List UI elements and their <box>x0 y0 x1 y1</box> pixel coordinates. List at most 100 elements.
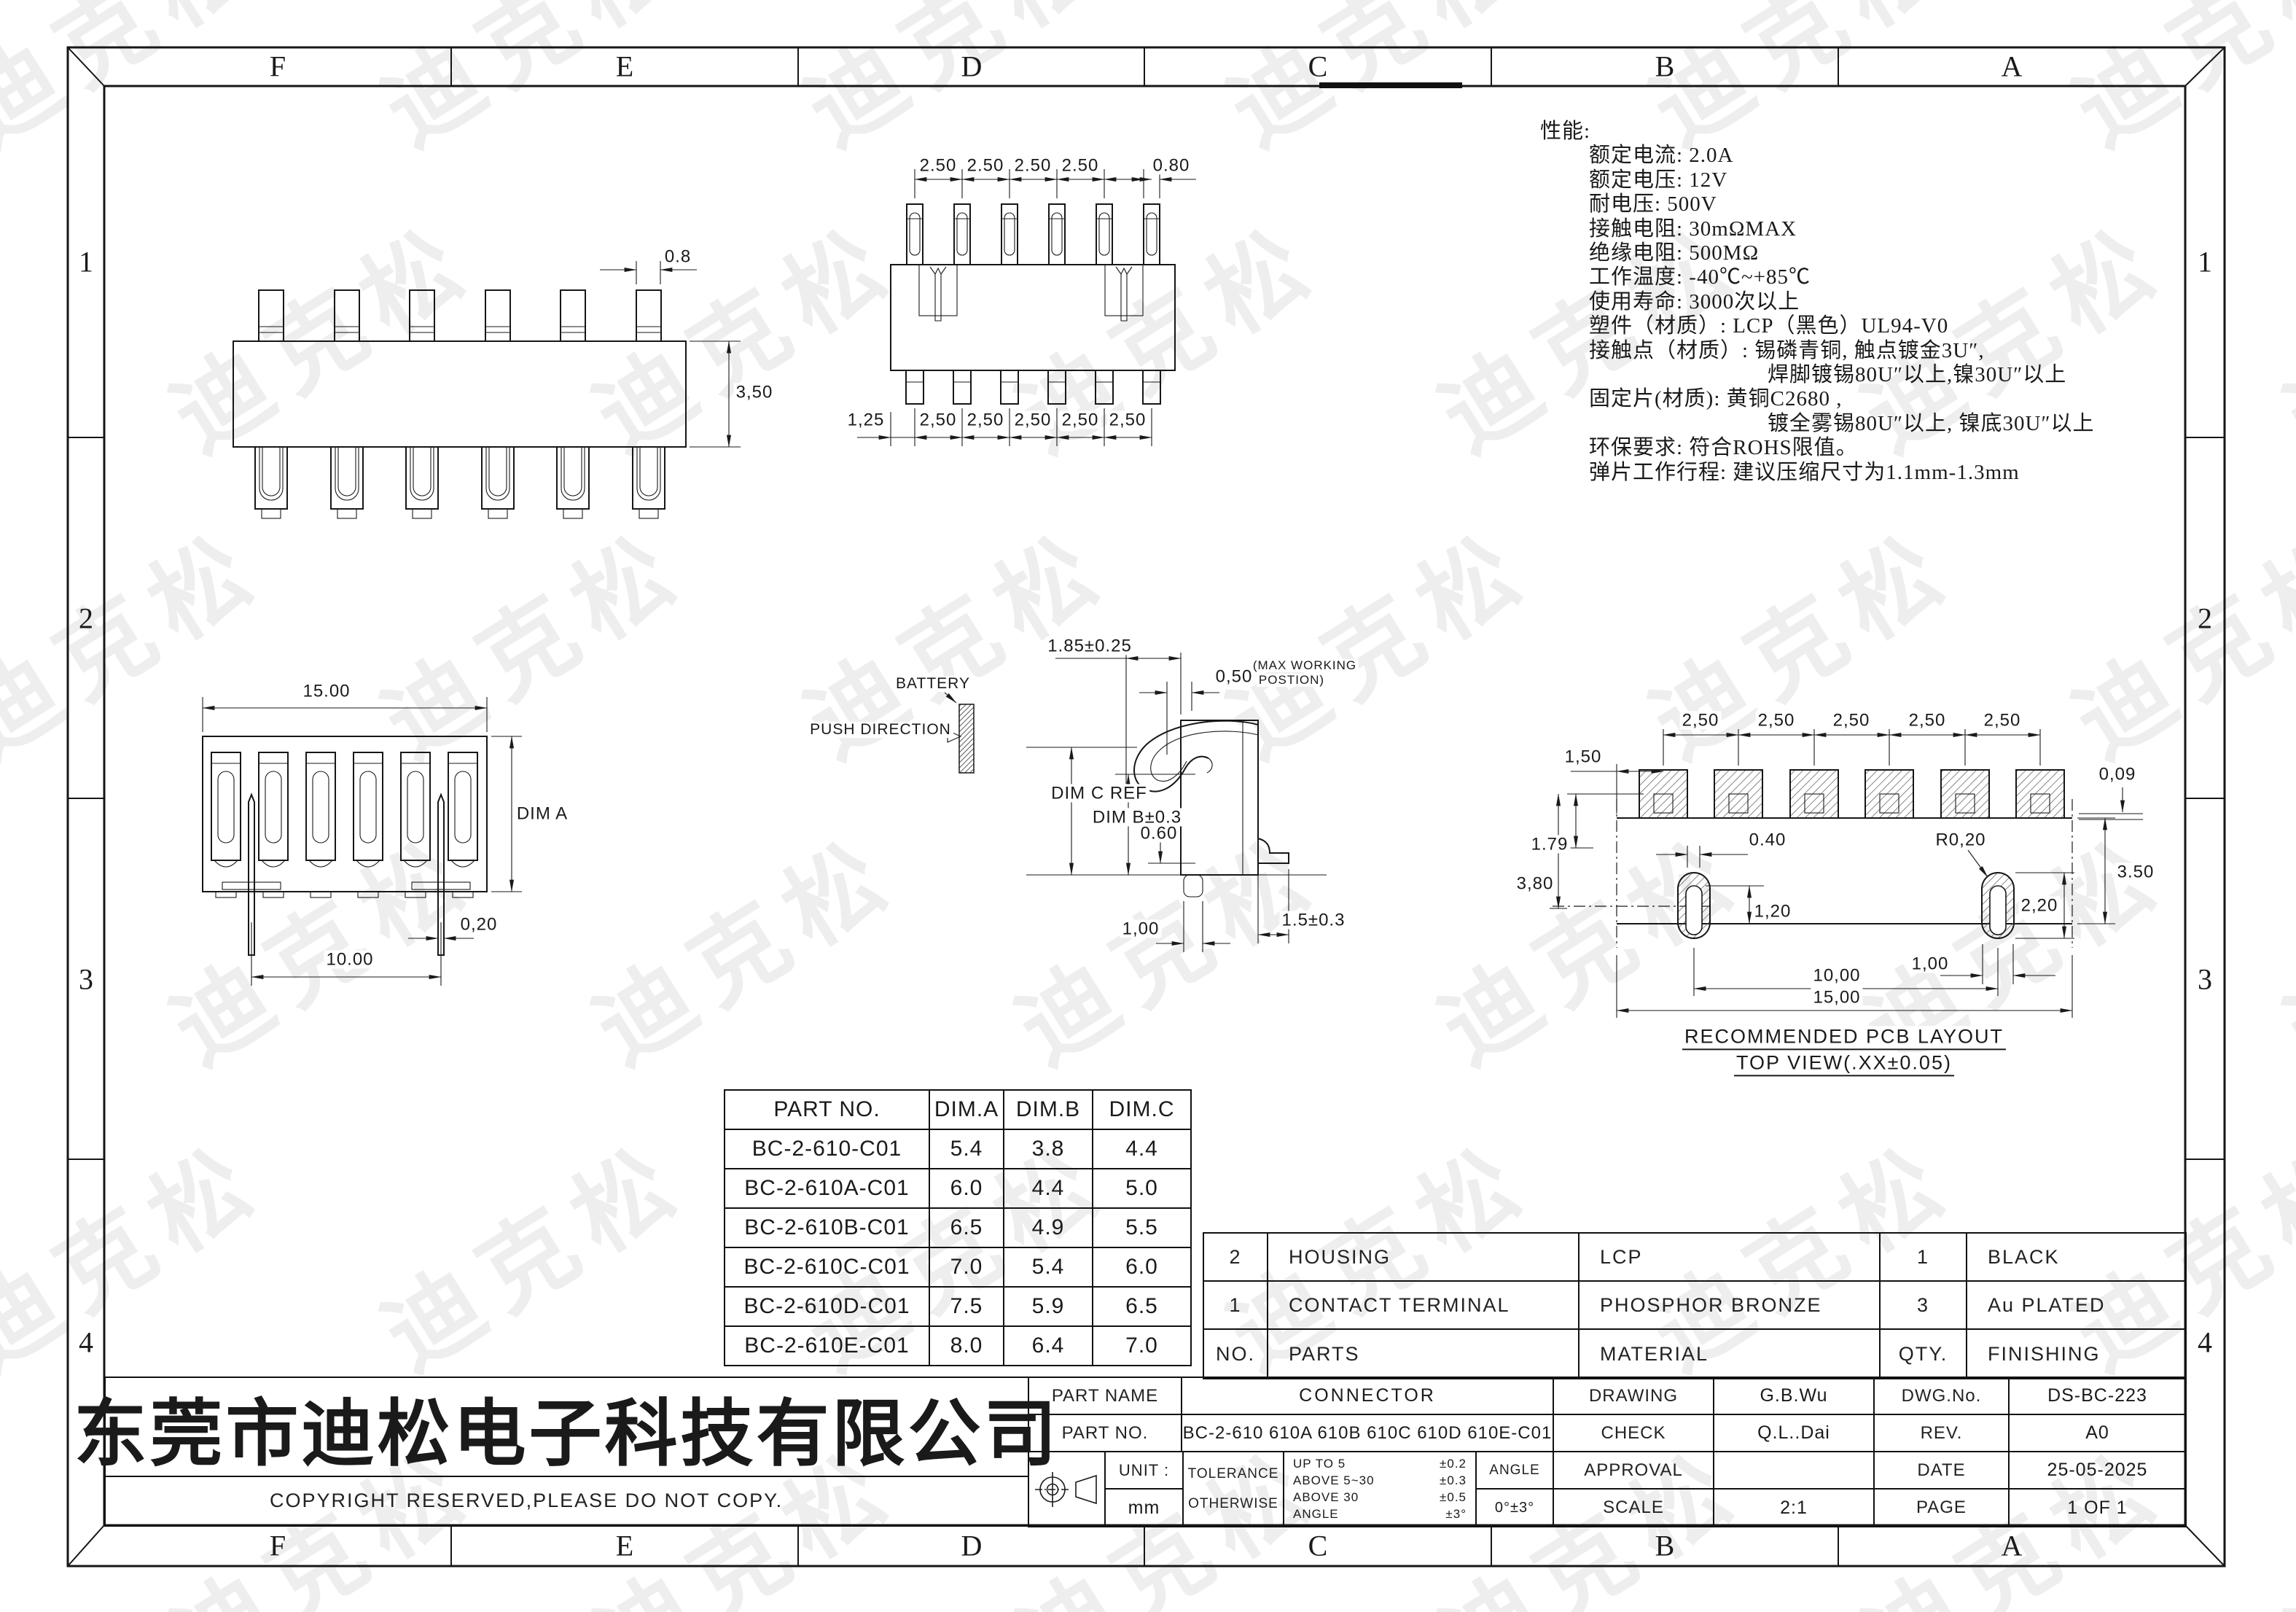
page-value: 1 OF 1 <box>2008 1488 2187 1527</box>
spec-line: 性能: <box>1540 120 1591 143</box>
spec-line: 耐电压: 500V <box>1589 192 1717 217</box>
company-name: 东莞市迪松电子科技有限公司 <box>74 1377 1057 1477</box>
dim-label: 0.80 <box>1150 156 1192 175</box>
date-label: DATE <box>1873 1451 2010 1490</box>
dim-label: R0,20 <box>1933 830 1988 849</box>
tolerance-row: UP TO 5±0.2 <box>1286 1457 1474 1471</box>
dim-label: 1,20 <box>1752 902 1794 921</box>
dim-b: 4.4 <box>1003 1168 1093 1209</box>
dim-label: 0.60 <box>1138 824 1180 843</box>
zone-letter-bottom: E <box>615 1529 634 1562</box>
col-part-no: PART NO. <box>724 1089 930 1130</box>
bom-cell: PARTS <box>1267 1328 1580 1379</box>
dim-label: 10,00 <box>1811 966 1863 985</box>
dim-a: 8.0 <box>929 1325 1004 1366</box>
dim-table-header: PART NO. DIM.A DIM.B DIM.C <box>724 1089 1192 1130</box>
scale-label: SCALE <box>1553 1488 1714 1527</box>
approval-value <box>1713 1451 1875 1490</box>
spec-line: 额定电压: 12V <box>1589 168 1728 192</box>
spec-line: 工作温度: -40℃~+85℃ <box>1589 265 1811 289</box>
dim-label: 2.50 <box>917 156 959 175</box>
copyright-notice: COPYRIGHT RESERVED,PLEASE DO NOT COPY. <box>104 1476 1029 1527</box>
bom-cell: CONTACT TERMINAL <box>1267 1280 1580 1330</box>
dim-label: 2.50 <box>1059 156 1101 175</box>
dim-c: 7.0 <box>1092 1325 1192 1366</box>
dim-label: 0,09 <box>2096 765 2139 784</box>
dim-label: 2,50 <box>1679 711 1722 730</box>
bom-cell: MATERIAL <box>1578 1328 1881 1379</box>
dim-c: 6.0 <box>1092 1247 1192 1288</box>
dim-c: 5.5 <box>1092 1207 1192 1248</box>
spec-line: 接触电阻: 30mΩMAX <box>1589 217 1797 241</box>
date-value: 25-05-2025 <box>2008 1451 2187 1490</box>
view-front <box>202 697 522 986</box>
zone-number-right: 2 <box>2198 601 2212 635</box>
view-top <box>857 169 1196 446</box>
zone-letter-bottom: C <box>1308 1529 1328 1562</box>
zone-number-right: 1 <box>2198 245 2212 279</box>
zone-letter-bottom: F <box>269 1529 286 1562</box>
dim-label: 10.00 <box>324 950 376 969</box>
part-no: BC-2-610E-C01 <box>724 1325 930 1366</box>
dim-label: 3.50 <box>2115 863 2157 881</box>
dim-label: 2,20 <box>2018 896 2061 915</box>
dim-a: 7.0 <box>929 1247 1004 1288</box>
bom-cell: 2 <box>1203 1232 1268 1282</box>
tol-value: ±0.3 <box>1440 1473 1467 1487</box>
part-no: BC-2-610D-C01 <box>724 1286 930 1327</box>
spec-line: 塑件（材质）: LCP（黑色）UL94-V0 <box>1589 314 1949 338</box>
dim-label: 2,50 <box>1981 711 2023 730</box>
zone-letter-top: B <box>1655 50 1675 83</box>
spec-line: 镀全雾锡80U″以上, 镍底30U″以上 <box>1768 411 2095 435</box>
tol-value: ±0.5 <box>1440 1490 1467 1505</box>
zone-number-right: 3 <box>2198 962 2212 996</box>
spec-line: 额定电流: 2.0A <box>1589 144 1734 168</box>
tol-range: ABOVE 30 <box>1293 1490 1359 1505</box>
dim-label: 0.40 <box>1746 830 1789 849</box>
dim-label: 2,50 <box>1906 711 1948 730</box>
dim-b: 6.4 <box>1003 1325 1093 1366</box>
view-pcb <box>1550 729 2143 1018</box>
tolerance-values: UP TO 5±0.2 ABOVE 5~30±0.3 ABOVE 30±0.5 … <box>1283 1451 1477 1527</box>
tolerance-cell: TOLERANCE OTHERWISE <box>1182 1451 1284 1527</box>
tol-range: ANGLE <box>1293 1507 1339 1522</box>
dim-label: BATTERY <box>894 675 972 693</box>
bom-cell: 1 <box>1203 1280 1268 1330</box>
spec-line: 环保要求: 符合ROHS限值。 <box>1589 436 1858 460</box>
check-value: Q.L..Dai <box>1713 1414 1875 1452</box>
dim-label: 2,50 <box>1106 410 1149 429</box>
part-no: BC-2-610-C01 <box>724 1129 930 1169</box>
zone-number-right: 4 <box>2198 1325 2212 1359</box>
unit-value: mm <box>1104 1488 1184 1527</box>
dim-label: 1,00 <box>1909 954 1951 973</box>
dim-b: 5.9 <box>1003 1286 1093 1327</box>
dim-a: 5.4 <box>929 1129 1004 1169</box>
part-no-value: BC-2-610 610A 610B 610C 610D 610E-C01 <box>1181 1414 1554 1452</box>
dim-label: PUSH DIRECTION <box>808 721 953 739</box>
dim-a: 6.0 <box>929 1168 1004 1209</box>
dim-label: 2,50 <box>1012 410 1054 429</box>
col-dim-c: DIM.C <box>1092 1089 1192 1130</box>
dim-a: 6.5 <box>929 1207 1004 1248</box>
spec-line: 焊脚镀锡80U″以上,镍30U″以上 <box>1768 363 2067 386</box>
spec-line: 使用寿命: 3000次以上 <box>1589 289 1800 314</box>
zone-number-left: 1 <box>79 245 93 279</box>
tol-range: ABOVE 5~30 <box>1293 1473 1375 1487</box>
dim-label: DIM B±0.3 <box>1090 808 1184 827</box>
dwg-no-value: DS-BC-223 <box>2008 1377 2187 1415</box>
part-no: BC-2-610B-C01 <box>724 1207 930 1248</box>
sheet-frame <box>66 46 2226 1568</box>
angle-label: ANGLE <box>1475 1451 1554 1490</box>
dim-label: 2,50 <box>964 410 1007 429</box>
spec-line: 固定片(材质): 黄铜C2680 , <box>1589 387 1843 411</box>
dim-label: 2,50 <box>1830 711 1873 730</box>
unit-label: UNIT : <box>1104 1451 1184 1490</box>
dim-label: 1,00 <box>1120 919 1162 938</box>
bom-cell: PHOSPHOR BRONZE <box>1578 1280 1881 1330</box>
